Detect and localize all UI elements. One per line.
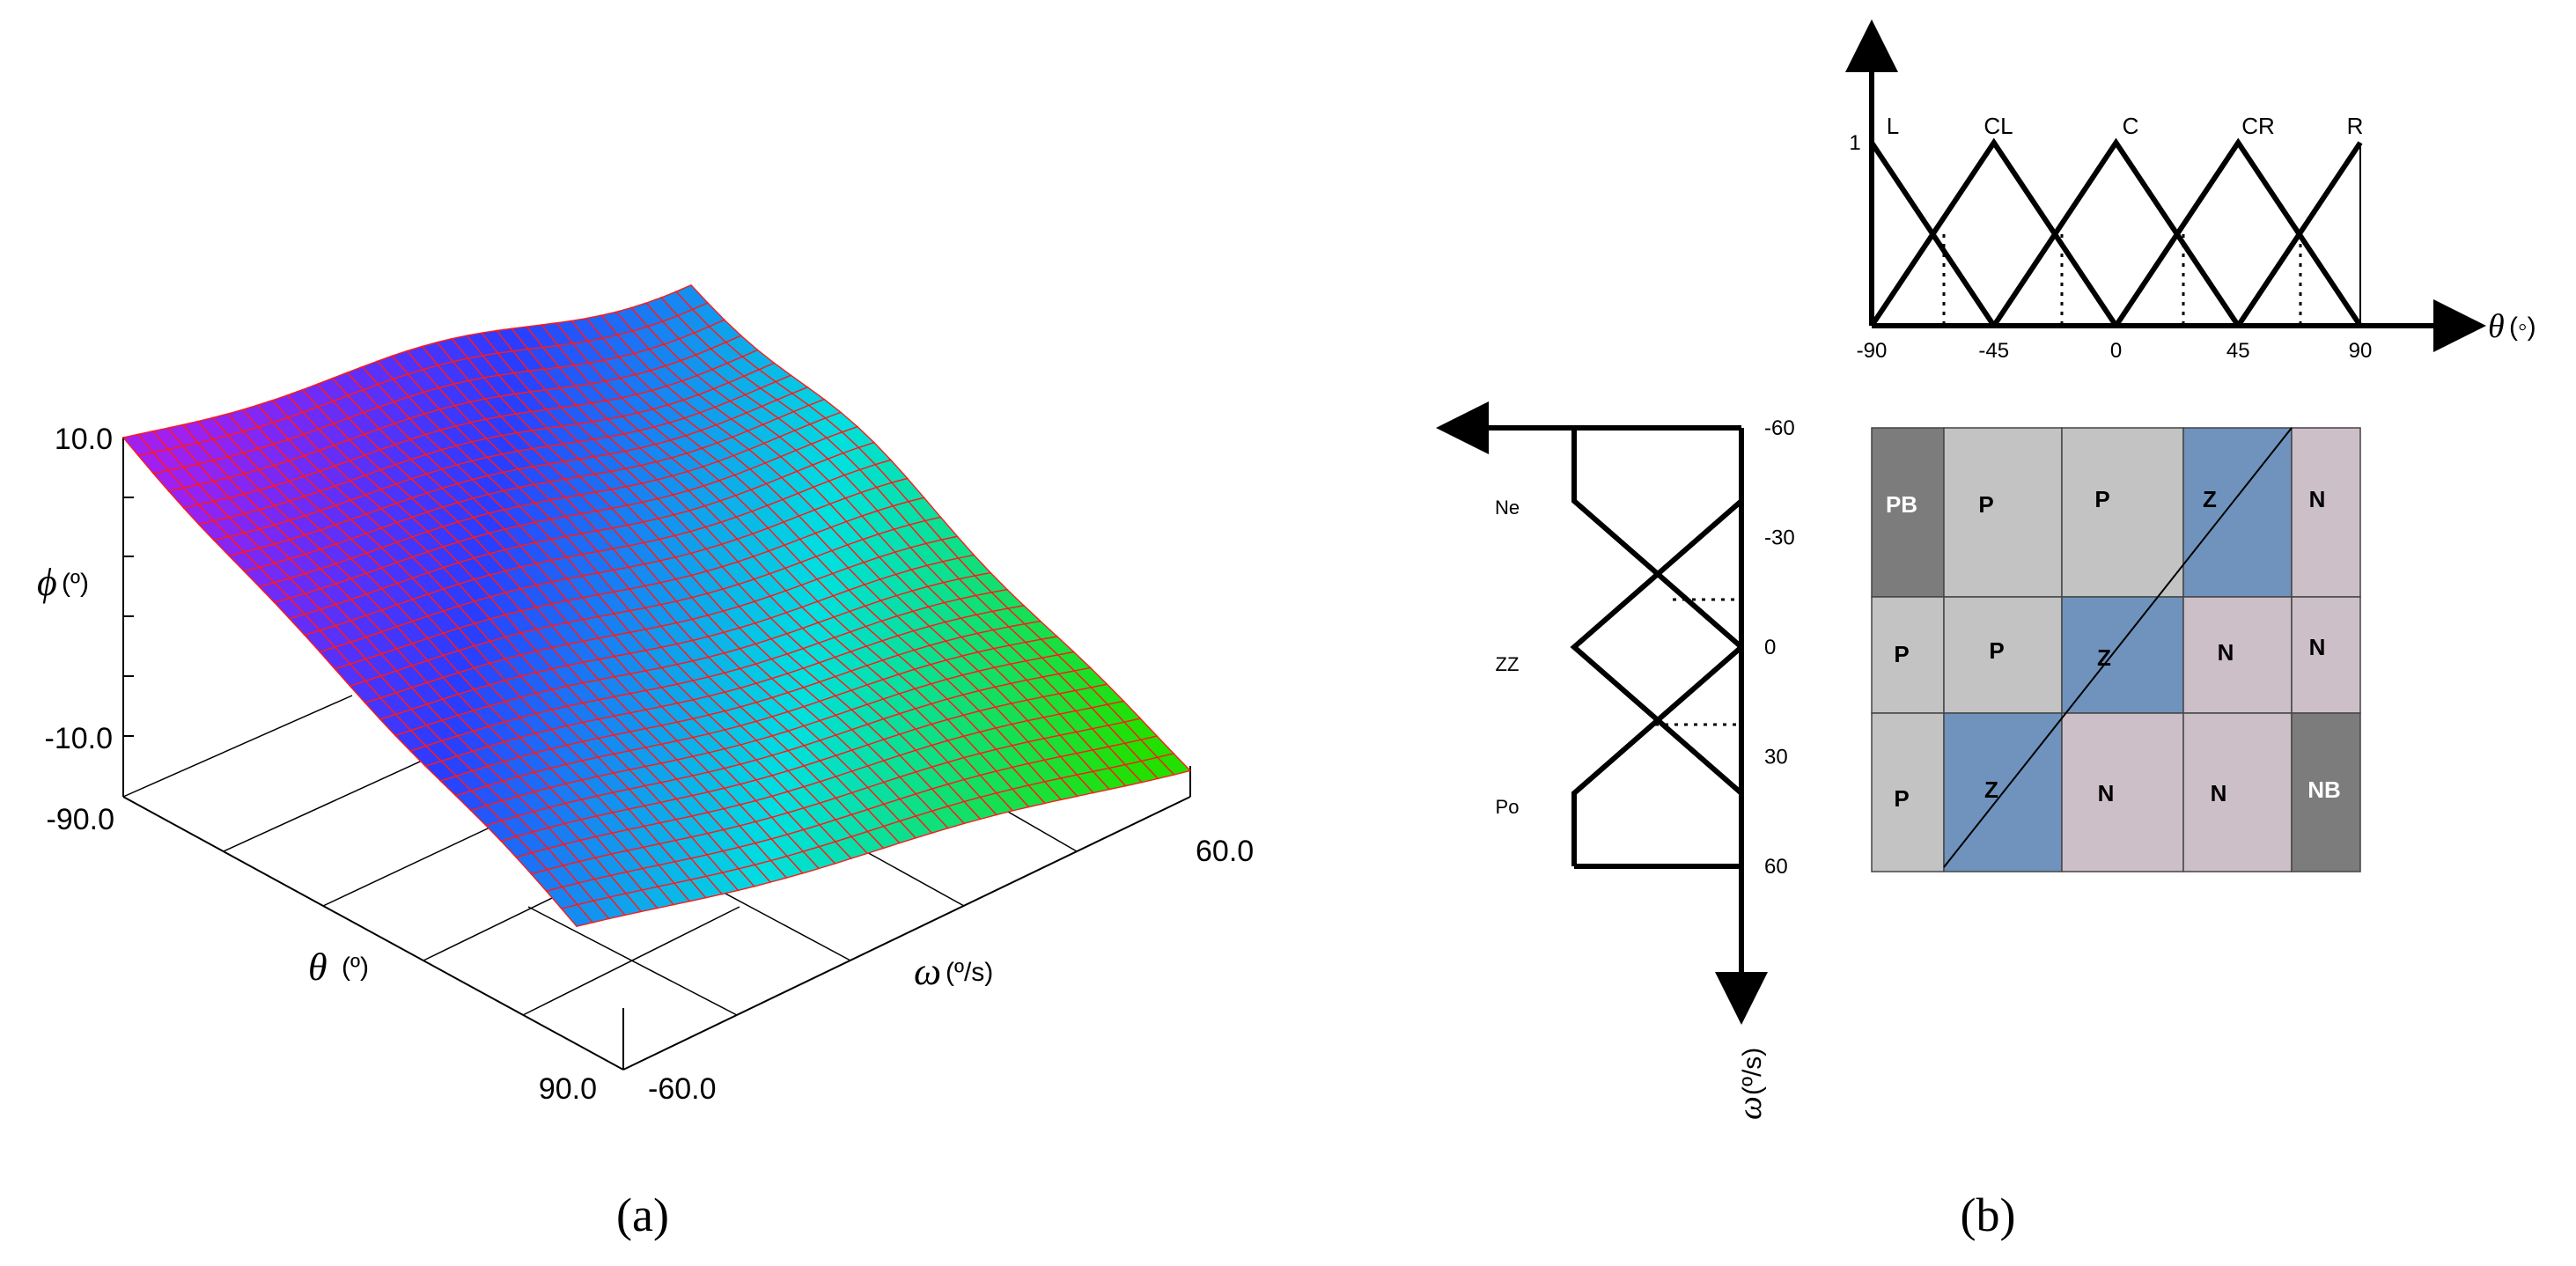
rule-cell [2291, 427, 2361, 598]
surface-cell [1156, 753, 1192, 776]
theta-tick-label: -45 [1978, 339, 2009, 363]
rule-cell-label: Z [2097, 644, 2111, 671]
omega-set-label-ne: Ne [1495, 497, 1520, 519]
theta-mf-axis-symbol: θ [2488, 308, 2505, 345]
rule-cell-label: P [2094, 486, 2109, 512]
rule-cell-label: P [1894, 641, 1909, 667]
theta-tick-end: 90.0 [539, 1072, 597, 1106]
rule-table: PB P P Z N P P Z N N P Z N N NB [1871, 427, 2361, 872]
theta-axis-symbol: θ [308, 946, 328, 989]
rule-cell-label: Z [1984, 777, 1998, 803]
theta-set-label-l: L [1887, 113, 1899, 139]
omega-tick-end: 60.0 [1196, 835, 1254, 868]
rule-cell [2061, 712, 2184, 872]
omega-set-label-po: Po [1496, 796, 1520, 818]
rule-cell [2182, 596, 2293, 714]
rule-cell-label: P [1978, 491, 1993, 518]
omega-tick-label: 0 [1764, 636, 1776, 659]
theta-tick-start: -90.0 [47, 803, 115, 836]
rule-cell [2291, 596, 2361, 714]
theta-tick-label: 0 [2110, 339, 2122, 363]
rule-cell-label: P [1894, 785, 1909, 812]
omega-mf-curves [1570, 428, 1743, 869]
rule-cell [1943, 596, 2063, 714]
omega-mf-crossover-dots [1655, 598, 1741, 726]
theta-mf-cl [1869, 137, 2118, 328]
omega-tick-start: -60.0 [648, 1072, 717, 1106]
theta-set-label-cr: CR [2241, 113, 2275, 139]
z-tick-top: 10.0 [55, 423, 113, 456]
caption-b: (b) [1961, 1189, 2016, 1241]
rule-cell-label: N [2309, 634, 2326, 660]
rule-cell [1871, 596, 1945, 714]
omega-mf-zz [1570, 498, 1743, 796]
z-tick-bottom: -10.0 [45, 722, 114, 755]
theta-mf-axis-unit: (◦) [2509, 313, 2536, 342]
rule-cell [1943, 427, 2063, 598]
rule-cell-label: NB [2307, 777, 2341, 803]
omega-axis-unit: (º/s) [946, 958, 993, 987]
rule-cell [2182, 427, 2293, 598]
omega-mf-axis-symbol: ω [1732, 1096, 1769, 1120]
theta-tick-label: -90 [1857, 339, 1888, 363]
omega-axis-symbol: ω [914, 950, 941, 993]
theta-tick-labels: -90 -45 0 45 90 [1857, 339, 2373, 363]
theta-set-label-c: C [2123, 113, 2139, 139]
theta-set-labels: L CL C CR R [1887, 113, 2364, 139]
caption-a: (a) [616, 1189, 669, 1241]
panel-a: 10.0 -10.0 ϕ (º) -90.0 90.0 θ (º) -60.0 … [37, 283, 1254, 1241]
omega-tick-labels: -60 -30 0 30 60 [1764, 416, 1795, 879]
omega-tick-label: 60 [1764, 855, 1788, 879]
omega-mf-ne [1571, 428, 1743, 650]
omega-mf-axis-unit: (º/s) [1738, 1048, 1767, 1095]
rule-cell [2291, 712, 2361, 872]
omega-mf-po [1571, 644, 1743, 866]
rule-cell-label: Z [2203, 486, 2217, 512]
rule-cell [2182, 712, 2293, 872]
omega-tick-label: 30 [1764, 746, 1788, 769]
theta-membership-chart: 1 L CL C CR R -90 -45 0 45 90 θ (◦) [1845, 19, 2536, 363]
theta-axis-unit: (º) [342, 953, 369, 982]
theta-mf-cr [2114, 137, 2363, 328]
rule-cell-label: N [2309, 486, 2326, 512]
rule-cell [2061, 427, 2184, 598]
omega-tick-label: -60 [1764, 416, 1795, 440]
z-axis-ticks [123, 437, 134, 737]
rule-cell [1871, 712, 1945, 872]
rule-cell-label: PB [1886, 491, 1917, 518]
rule-cell-label: N [2211, 780, 2227, 806]
theta-set-label-cl: CL [1984, 113, 2013, 139]
rule-cell-label: P [1989, 637, 2004, 664]
z-axis-symbol: ϕ [37, 561, 57, 604]
theta-mf-one-label: 1 [1849, 131, 1860, 155]
omega-tick-label: -30 [1764, 526, 1795, 550]
theta-tick-label: 90 [2349, 339, 2373, 363]
theta-set-label-r: R [2347, 113, 2364, 139]
theta-tick-label: 45 [2226, 339, 2250, 363]
theta-mf-c [1991, 137, 2241, 328]
rule-cell-label: N [2098, 780, 2115, 806]
z-axis-unit: (º) [62, 569, 89, 598]
omega-set-label-zz: ZZ [1496, 653, 1520, 675]
rule-table-diagonal [1943, 427, 2293, 868]
rule-cell-label: N [2218, 639, 2234, 666]
phi-surface [121, 283, 1192, 927]
